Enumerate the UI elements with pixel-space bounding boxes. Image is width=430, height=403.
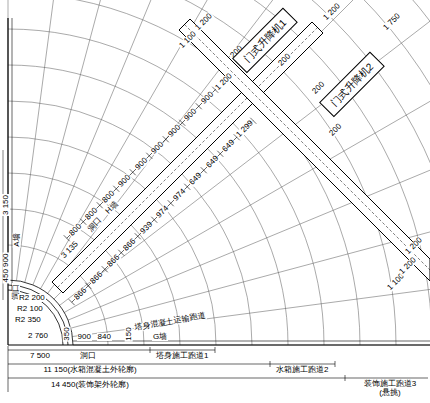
runway-axis (58, 28, 318, 288)
dimension-label: 200 (310, 80, 327, 97)
box-text: 门式升降机2 (328, 60, 375, 107)
dimension-label: 840 (97, 333, 112, 341)
dimension-line (72, 121, 254, 303)
dimension-label: R2 200 (18, 294, 46, 302)
dimension-label: 200 (327, 122, 344, 139)
dimension-tick (69, 299, 75, 305)
dimension-label: 塔身混凝土运输跑道 (133, 312, 207, 333)
dimension-tick (64, 235, 70, 241)
dimension-label: 1 750 (381, 11, 402, 32)
grid-line (16, 0, 88, 281)
dimension-label: 洞口 (79, 352, 97, 360)
dimension-tick (102, 266, 108, 272)
dimension-line (8, 364, 335, 365)
dimension-tick (168, 200, 174, 206)
grid-arc (8, 0, 430, 345)
grid-line (54, 0, 430, 299)
dimension-label: 3 150 (2, 194, 10, 216)
dimension-label: G墙 (152, 333, 168, 341)
dimension-tick (201, 167, 207, 173)
dimension-label: R2 100 (16, 305, 44, 313)
dimension-label: R2 350 (14, 316, 42, 324)
dimension-tick (150, 347, 151, 353)
dimension-tick (130, 169, 136, 175)
grid-arc (8, 0, 430, 345)
dimension-label: 350 (62, 326, 70, 341)
dimension-tick (215, 347, 216, 353)
grid-arc (8, 0, 430, 345)
grid-line (41, 0, 319, 289)
dimension-label: 1 200 (321, 1, 342, 22)
dimension-tick (135, 233, 141, 239)
radial-grid (8, 0, 430, 345)
dimension-tick (335, 361, 336, 367)
dimension-line (67, 73, 232, 238)
dimension-label: 塔身施工跑道1 (155, 352, 209, 360)
hoist-box: 门式升降机2 (319, 51, 384, 116)
grid-arc (8, 0, 430, 345)
a-wall (7, 18, 8, 345)
dimension-label: 7 500 (29, 352, 51, 360)
dimension-tick (97, 202, 103, 208)
walls (3, 18, 430, 345)
dimension-label: 150 (124, 326, 132, 341)
dimension-tick (270, 361, 271, 367)
runway-band (52, 22, 323, 293)
grid-line (60, 0, 430, 305)
dimension-label: 装饰施工跑道3 (悬挑) (360, 379, 420, 397)
dimension-label: 水箱施工跑道2 (275, 366, 329, 374)
cross-band (179, 19, 430, 281)
dimension-tick (163, 136, 169, 142)
dimension-label: A墙 (12, 232, 20, 247)
dimension-line (8, 350, 215, 351)
dimension-label: 11 150(水箱混凝土外轮廓) (43, 366, 138, 374)
dimension-label: 1 299 (234, 118, 255, 139)
dimension-label: 1 200 (193, 11, 214, 32)
grid-arc (8, 0, 360, 345)
dimension-label: 900 (77, 333, 92, 341)
dimension-tick (8, 346, 9, 392)
a-wall (12, 18, 13, 290)
dimension-label: 2 760 (27, 332, 49, 340)
grid-arc (8, 0, 430, 345)
grid-line (48, 0, 386, 293)
dimension-tick (196, 103, 202, 109)
dimension-label: 14 450(装饰架外轮廓) (50, 381, 130, 389)
g-wall (8, 344, 430, 345)
cross-axis (185, 25, 430, 271)
dimension-tick (345, 375, 346, 381)
dimension-label: 450 900 (2, 253, 10, 284)
